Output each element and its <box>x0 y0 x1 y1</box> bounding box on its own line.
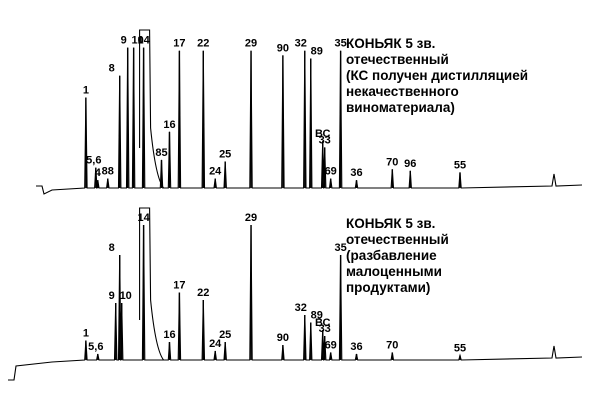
peak-label: 70 <box>386 156 398 168</box>
peak-label: 1 <box>83 85 89 97</box>
peak-label: 35 <box>334 38 346 50</box>
peak-label: 1 <box>83 328 89 340</box>
peak-label: 90 <box>277 332 289 344</box>
peak-label: 4 <box>95 167 102 179</box>
caption-line: КОНЬЯК 5 зв. <box>346 216 436 231</box>
peak-label: 24 <box>209 338 222 350</box>
peak-label: 8 <box>109 63 115 75</box>
peak-label: 55 <box>454 159 466 171</box>
peak-label: 25 <box>219 329 231 341</box>
peak-label: 22 <box>197 287 209 299</box>
peak-label: 25 <box>219 149 231 161</box>
solvent-peak <box>139 207 165 361</box>
peak-label: 8 <box>109 242 115 254</box>
peak-label: 32 <box>295 302 307 314</box>
peak-label: 16 <box>163 329 175 341</box>
caption-line: (разбавление <box>346 248 437 263</box>
peak-label: 32 <box>295 38 307 50</box>
peak-label: 17 <box>173 280 185 292</box>
peak-label: 29 <box>245 38 257 50</box>
peak-label: 10 <box>131 35 143 47</box>
peak-label: 69 <box>325 340 337 352</box>
peak-label: 89 <box>311 310 323 322</box>
peak-label: 14 <box>137 212 150 224</box>
peak-label: 36 <box>350 341 362 353</box>
peak-label: 90 <box>277 42 289 54</box>
peak-label: 9 <box>121 35 127 47</box>
peak-label: 70 <box>386 340 398 352</box>
peak-label: ВС <box>315 317 331 329</box>
peak-label: 16 <box>163 119 175 131</box>
top-chromatogram-caption: КОНЬЯК 5 зв. отечественный (КС получен д… <box>346 36 528 116</box>
peak-label: 33 <box>319 323 331 335</box>
peak-label: 69 <box>325 166 337 178</box>
peak-label: 10 <box>120 290 132 302</box>
peak-label: ВС <box>315 128 331 140</box>
peak-label: 5,6 <box>88 341 103 353</box>
peak-label: 14 <box>137 35 150 47</box>
bottom-chromatogram-caption: КОНЬЯК 5 зв. отечественный (разбавление … <box>346 216 449 296</box>
peak-label: 89 <box>311 46 323 58</box>
caption-line: виноматериала) <box>346 100 455 115</box>
peak-label: 35 <box>334 242 346 254</box>
caption-line: (КС получен дистилляцией <box>346 68 528 83</box>
peak-label: 29 <box>245 212 257 224</box>
peak-label: 9 <box>109 290 115 302</box>
peak-label: 55 <box>454 343 466 355</box>
caption-line: некачественного <box>346 84 459 99</box>
peak-label: 24 <box>209 166 222 178</box>
caption-line: продуктами) <box>346 280 431 295</box>
peak-label: 33 <box>319 134 331 146</box>
peak-label: 36 <box>350 167 362 179</box>
peak-label: 22 <box>197 38 209 50</box>
caption-line: отечественный <box>346 52 449 67</box>
caption-line: КОНЬЯК 5 зв. <box>346 36 436 51</box>
peak-label: 88 <box>102 166 114 178</box>
caption-line: отечественный <box>346 232 449 247</box>
peak-label: 5,6 <box>86 155 101 167</box>
peak-label: 85 <box>155 147 167 159</box>
chromatogram-trace <box>8 224 583 381</box>
peak-label: 17 <box>173 38 185 50</box>
peak-label: 96 <box>404 158 416 170</box>
caption-line: малоценными <box>346 264 442 279</box>
